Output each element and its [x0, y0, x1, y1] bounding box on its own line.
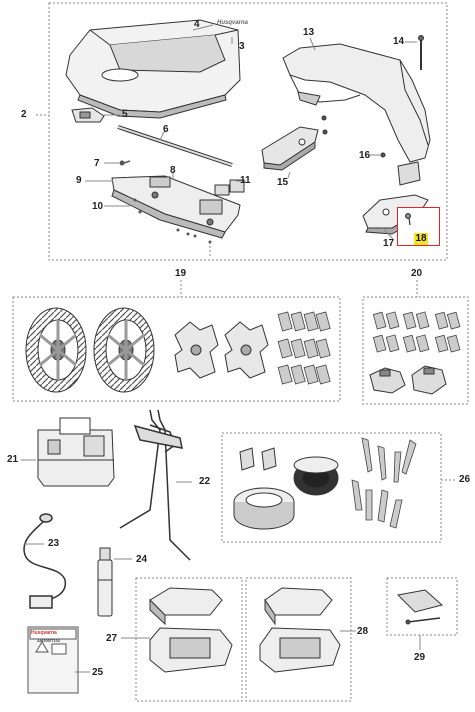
callout-4: 4 [194, 19, 200, 30]
callout-21: 21 [7, 454, 19, 465]
blades-20 [372, 311, 461, 353]
callout-6: 6 [163, 124, 169, 135]
callout-22: 22 [199, 476, 211, 487]
body-part [282, 43, 431, 163]
housing-28-part [259, 587, 341, 673]
callout-25: 25 [92, 667, 104, 678]
label-card-brand: Husqvarna [31, 630, 57, 636]
hub-left [174, 321, 219, 379]
callout-8: 8 [170, 165, 176, 176]
callout-2: 2 [21, 109, 27, 120]
screw-14-part [418, 35, 424, 70]
callout-11: 11 [240, 175, 251, 186]
label-card-part [27, 626, 79, 694]
callout-28: 28 [357, 626, 369, 637]
pegs-26 [351, 437, 417, 529]
brand-text-top: Husqvarna [217, 20, 249, 26]
bracket-17-part [362, 161, 429, 235]
hub-right [224, 321, 269, 379]
board-29-part [396, 589, 444, 625]
housing-27-part [149, 587, 233, 673]
callout-23: 23 [48, 538, 60, 549]
chassis-assembly-part [111, 175, 245, 239]
group-26-frame [221, 432, 442, 543]
spray-bottle-part [97, 547, 113, 617]
cable-part [23, 513, 66, 609]
group-27-frame [135, 577, 243, 702]
clips-20 [369, 365, 447, 395]
callout-9: 9 [76, 175, 82, 186]
label-card-model: AM305/T102 [37, 638, 61, 643]
callout-20: 20 [411, 268, 423, 279]
callout-14: 14 [393, 36, 405, 47]
callout-5: 5 [122, 109, 128, 120]
wire-spool-part [293, 456, 339, 496]
connector-part [71, 107, 105, 123]
callout-16: 16 [359, 150, 371, 161]
rod-part [117, 125, 233, 167]
group-28-frame [245, 577, 352, 702]
callout-17: 17 [383, 238, 395, 249]
top-cover-part [65, 19, 241, 119]
callout-27: 27 [106, 633, 118, 644]
leader-4 [192, 24, 214, 31]
callout-29: 29 [414, 652, 426, 663]
stand-part [119, 409, 191, 561]
main-group-frame [48, 2, 448, 261]
callout-7: 7 [94, 158, 100, 169]
toolbox-part [37, 417, 115, 487]
callout-26: 26 [459, 474, 471, 485]
couplers-26 [239, 447, 277, 471]
callout-3: 3 [239, 41, 245, 52]
group-19-frame [12, 296, 341, 402]
group-20-frame [362, 296, 469, 405]
group-29-frame [386, 577, 458, 636]
callout-19: 19 [175, 268, 187, 279]
callout-24: 24 [136, 554, 148, 565]
callout-13: 13 [303, 27, 315, 38]
bracket-15-part [261, 115, 328, 171]
wheel-left [25, 307, 87, 393]
clip-16-part [380, 152, 386, 158]
screw-7-part [119, 160, 131, 166]
charging-unit-part [233, 487, 295, 530]
leader-6 [159, 129, 166, 141]
blades-19 [277, 311, 331, 385]
wheel-right [93, 307, 155, 393]
callout-10: 10 [92, 201, 104, 212]
callout-18: 18 [414, 233, 428, 245]
callout-15: 15 [277, 177, 289, 188]
